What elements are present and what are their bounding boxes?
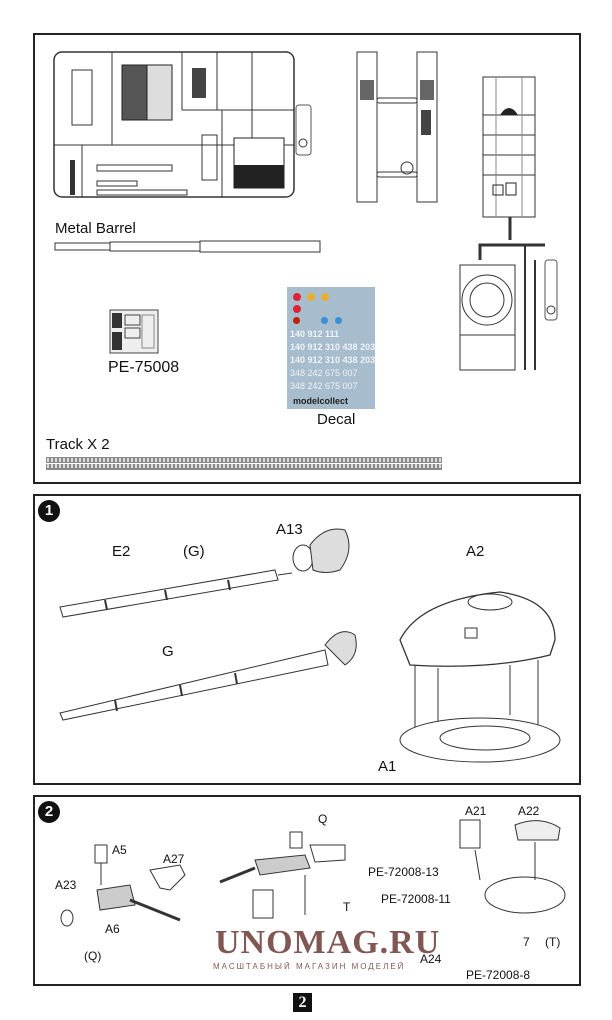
callout-pe-72008-11: PE-72008-11 (381, 892, 451, 906)
sprue-hull-illustration (482, 76, 536, 240)
sprue-a-illustration (53, 51, 312, 198)
callout-a21: A21 (465, 804, 487, 818)
machine-gun-a6-illustration (60, 844, 186, 927)
decal-row: 140 912 310 438 203 (290, 355, 375, 365)
step1-barrel-e2-illustration (59, 569, 293, 618)
step1-barrel-g-illustration (59, 631, 357, 721)
step2-badge: 2 (38, 801, 60, 823)
mantlet-a13-illustration (292, 528, 350, 573)
metal-barrel-label: Metal Barrel (55, 220, 136, 237)
callout-t-ref: (T) (545, 935, 561, 949)
callout-a23: A23 (55, 878, 77, 892)
page-number: 2 (293, 993, 312, 1012)
sprue-hull-sides-illustration (356, 51, 438, 203)
callout-t: T (343, 900, 351, 914)
decal-row: 140 912 310 438 203 (290, 342, 375, 352)
callout-q: Q (318, 812, 328, 826)
machine-gun-q-illustration (219, 831, 346, 919)
callout-a13: A13 (276, 521, 303, 538)
callout-a22: A22 (518, 804, 540, 818)
callout-a6: A6 (105, 922, 120, 936)
callout-a24: A24 (420, 952, 442, 966)
photo-etch-label: PE-75008 (108, 359, 180, 376)
track-illustration (46, 457, 442, 470)
track-label: Track X 2 (46, 436, 110, 453)
callout-e2: E2 (112, 543, 131, 560)
metal-barrel-illustration (54, 240, 321, 253)
decal-label: Decal (317, 411, 356, 428)
callout-pe-72008-8: PE-72008-8 (466, 968, 531, 982)
decal-row: 348 242 675 007 (290, 381, 358, 391)
callout-a5: A5 (112, 843, 127, 857)
decal-row: 348 242 675 007 (290, 368, 358, 378)
watermark-subtitle: МАСШТАБНЫЙ МАГАЗИН МОДЕЛЕЙ (213, 962, 406, 971)
callout-a27: A27 (163, 852, 185, 866)
decal-row: 140 912 111 (290, 329, 340, 339)
callout-g: G (162, 643, 174, 660)
callout-g-ref: (G) (183, 543, 205, 560)
sprue-turret-illustration (459, 243, 558, 371)
decal-sheet: 140 912 111 140 912 310 438 203 140 912 … (287, 287, 375, 409)
step1-badge: 1 (38, 500, 60, 522)
decal-brand: modelcollect (293, 396, 349, 406)
callout-pe-72008-13: PE-72008-13 (368, 865, 439, 879)
decal-emblems (291, 291, 371, 327)
watermark-logo: UNOMAG.RU (215, 924, 441, 961)
photo-etch-sheet-illustration (109, 309, 159, 354)
callout-a7: 7 (523, 935, 530, 949)
callout-q-ref: (Q) (84, 949, 102, 963)
callout-a2: A2 (466, 543, 485, 560)
callout-a1: A1 (378, 758, 397, 775)
turret-ring-assembly-illustration (459, 819, 566, 914)
turret-a2-illustration (399, 591, 561, 763)
